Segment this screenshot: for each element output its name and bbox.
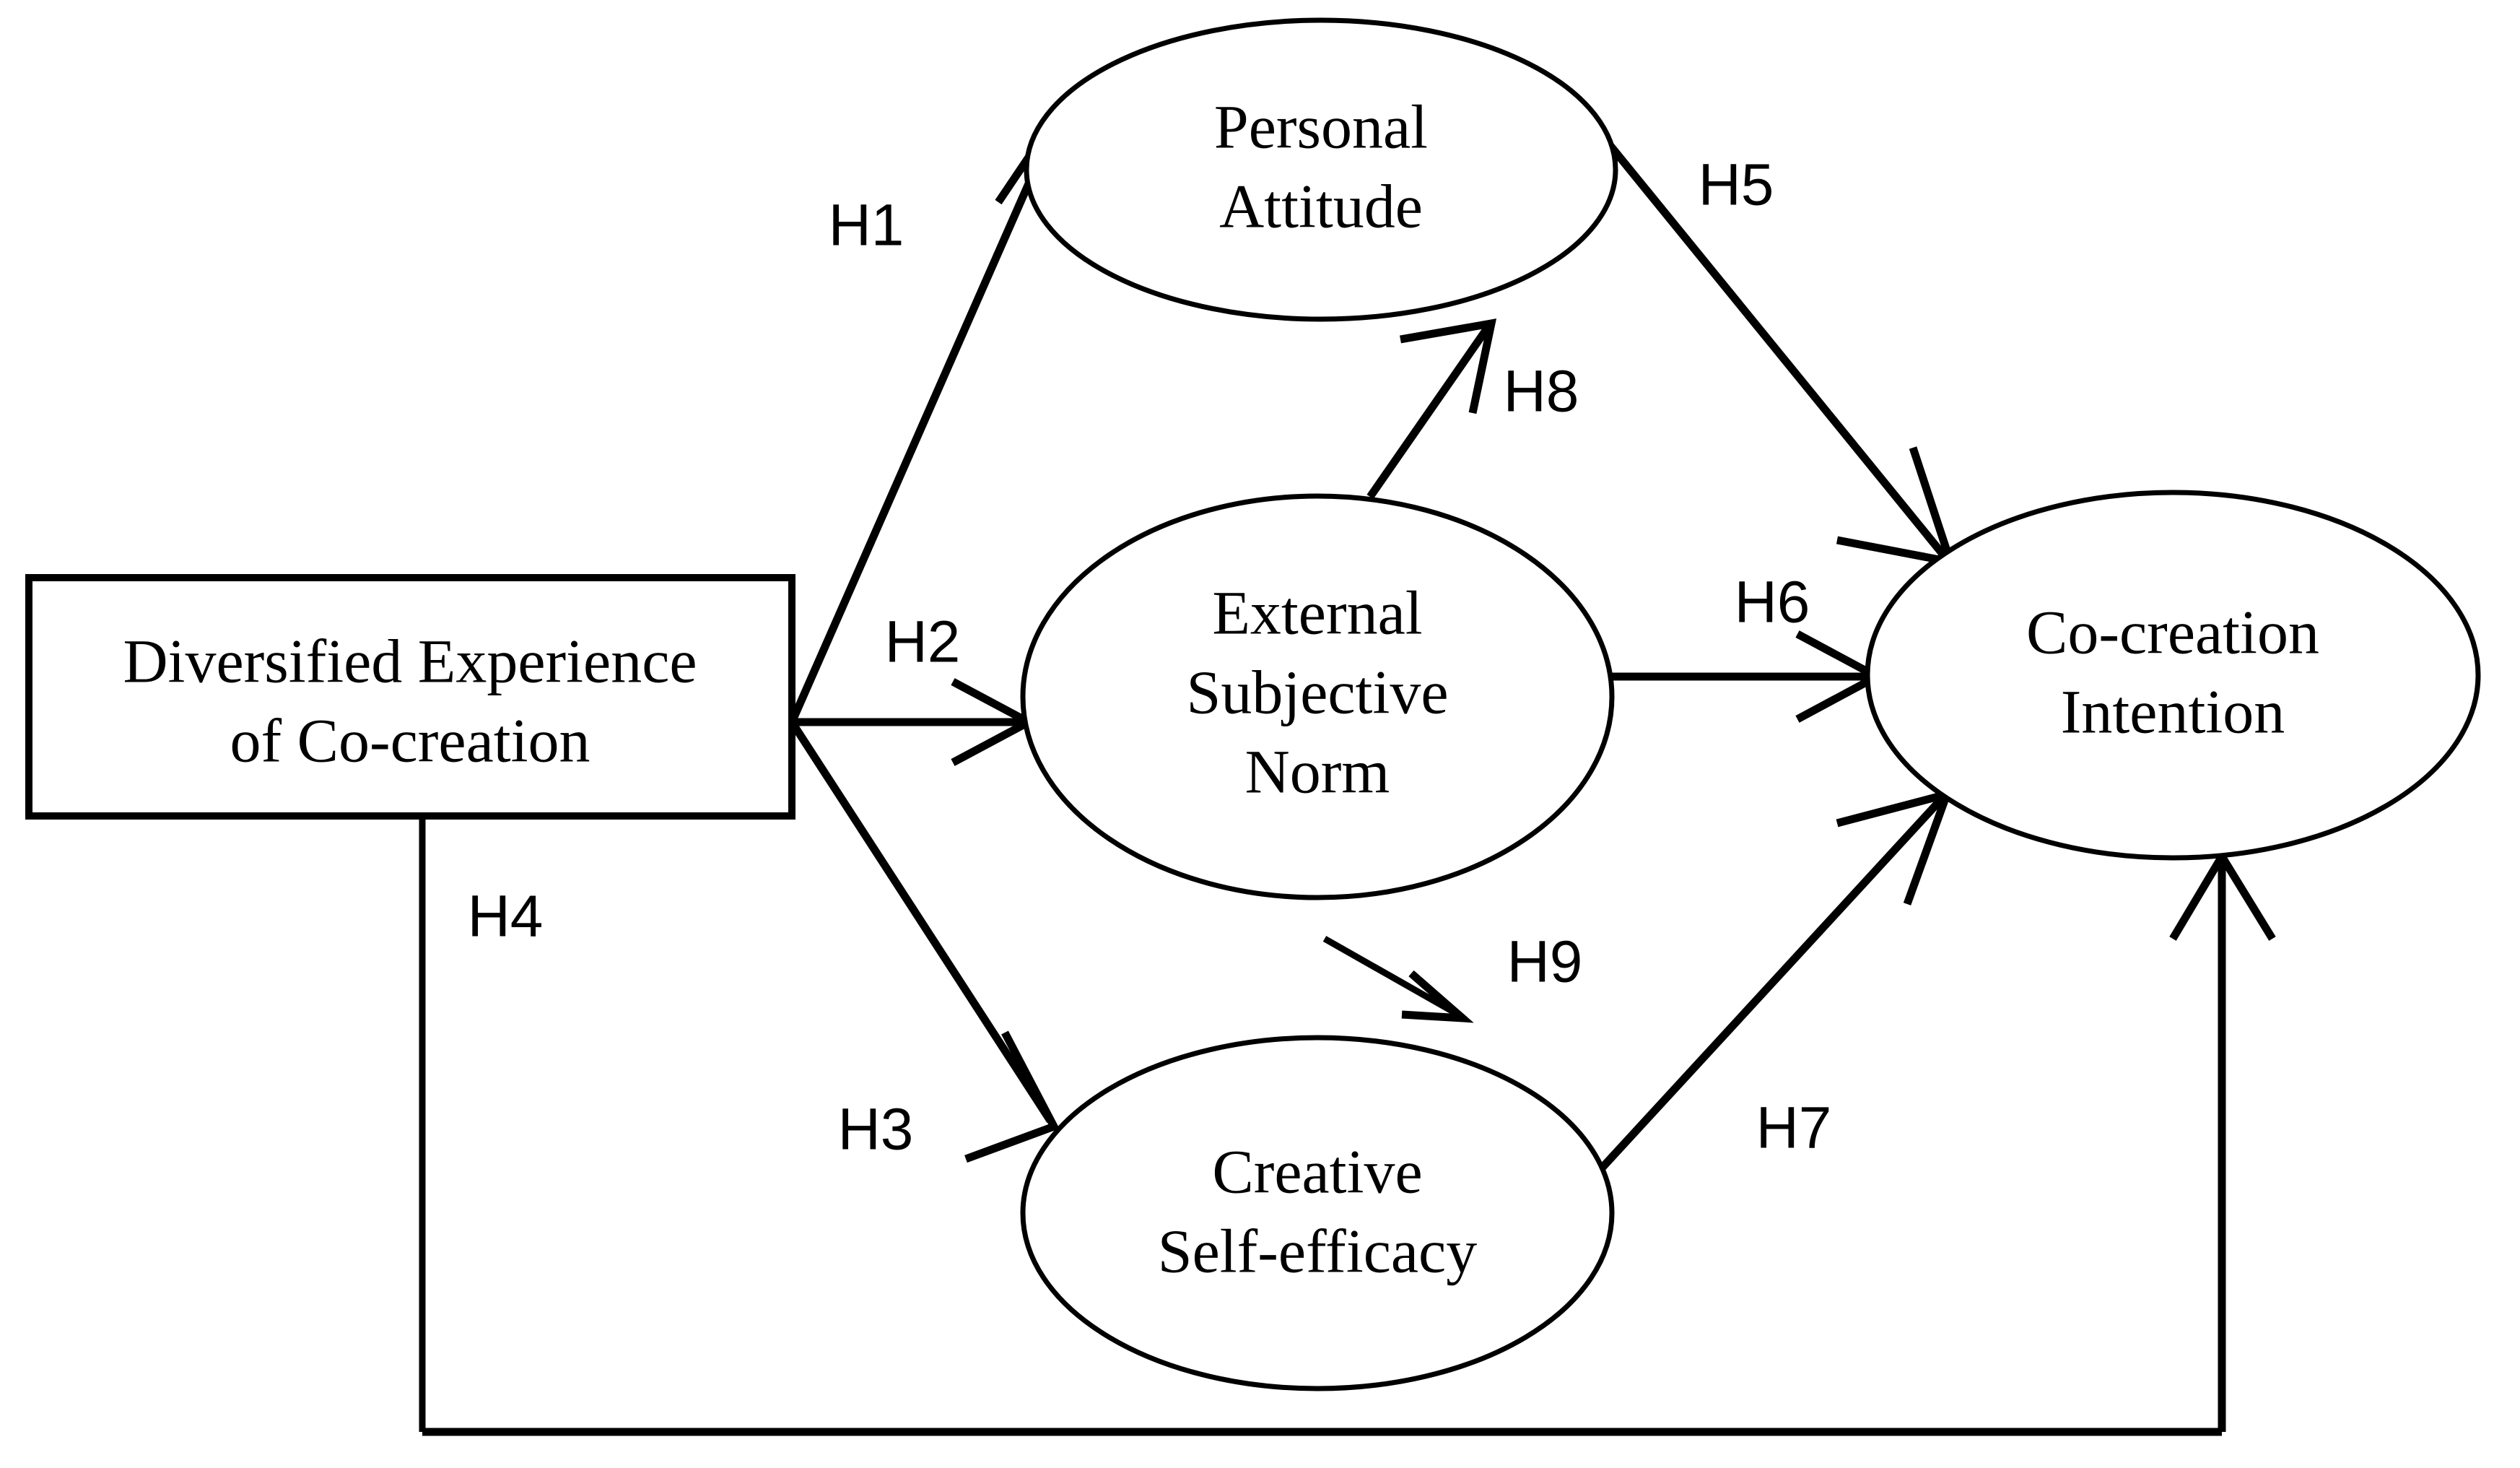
edge-label-h7: H7 [1756,1095,1832,1161]
node-diversified-experience[interactable]: Diversified Experience of Co-creation [25,574,795,820]
edge-label-h9: H9 [1507,929,1583,995]
edge-label-h8: H8 [1504,359,1579,425]
edge-h1-line [788,108,1065,724]
edge-label-h6: H6 [1735,570,1810,635]
edge-h3-arrowhead [964,1030,1060,1163]
edge-h9-line [1322,936,1460,1017]
node-co-creation-intention-ellipse [1865,490,2481,861]
edge-h8-arrowhead [1400,318,1497,414]
node-creative-self-efficacy-label-line1: Creative [1212,1137,1422,1207]
edge-h8 [1366,318,1497,500]
node-co-creation-intention-label-line1: Co-creation [2026,598,2319,667]
node-co-creation-intention[interactable]: Co-creation Intention [1865,490,2481,861]
edge-h3 [788,720,1060,1163]
edge-label-h2: H2 [885,609,961,675]
node-external-subjective-norm-label-line1: External [1212,578,1422,648]
edge-h5-line [1588,120,1949,560]
node-external-subjective-norm[interactable]: External Subjective Norm [1020,493,1615,900]
node-personal-attitude-label-line1: Personal [1214,92,1428,162]
node-personal-attitude-label-line2: Attitude [1219,172,1423,241]
edge-label-h5: H5 [1699,152,1774,218]
edge-h2 [792,678,1037,766]
edge-h7-line [1595,796,1945,1174]
edge-label-h1: H1 [829,193,904,259]
edge-h9 [1322,936,1474,1023]
node-external-subjective-norm-ellipse [1020,493,1615,900]
node-creative-self-efficacy[interactable]: Creative Self-efficacy [1020,1035,1615,1391]
edge-h9-arrowhead [1401,970,1474,1023]
node-creative-self-efficacy-label-line2: Self-efficacy [1158,1217,1477,1286]
edge-h6 [1612,630,1885,723]
edge-label-h3: H3 [838,1097,914,1163]
node-co-creation-intention-label-line2: Intention [2061,677,2285,747]
node-external-subjective-norm-label-line2: Subjective [1186,658,1448,727]
node-personal-attitude-ellipse [1024,17,1618,322]
node-creative-self-efficacy-ellipse [1020,1035,1615,1391]
edge-h3-line [788,720,1054,1123]
edge-label-h4: H4 [468,884,544,950]
node-diversified-experience-rect [25,574,795,820]
node-diversified-experience-label-line2: of Co-creation [230,706,590,776]
node-external-subjective-norm-label-line3: Norm [1245,737,1390,807]
node-personal-attitude[interactable]: Personal Attitude [1024,17,1618,322]
node-diversified-experience-label-line1: Diversified Experience [123,627,697,696]
edge-h8-line [1366,323,1492,500]
